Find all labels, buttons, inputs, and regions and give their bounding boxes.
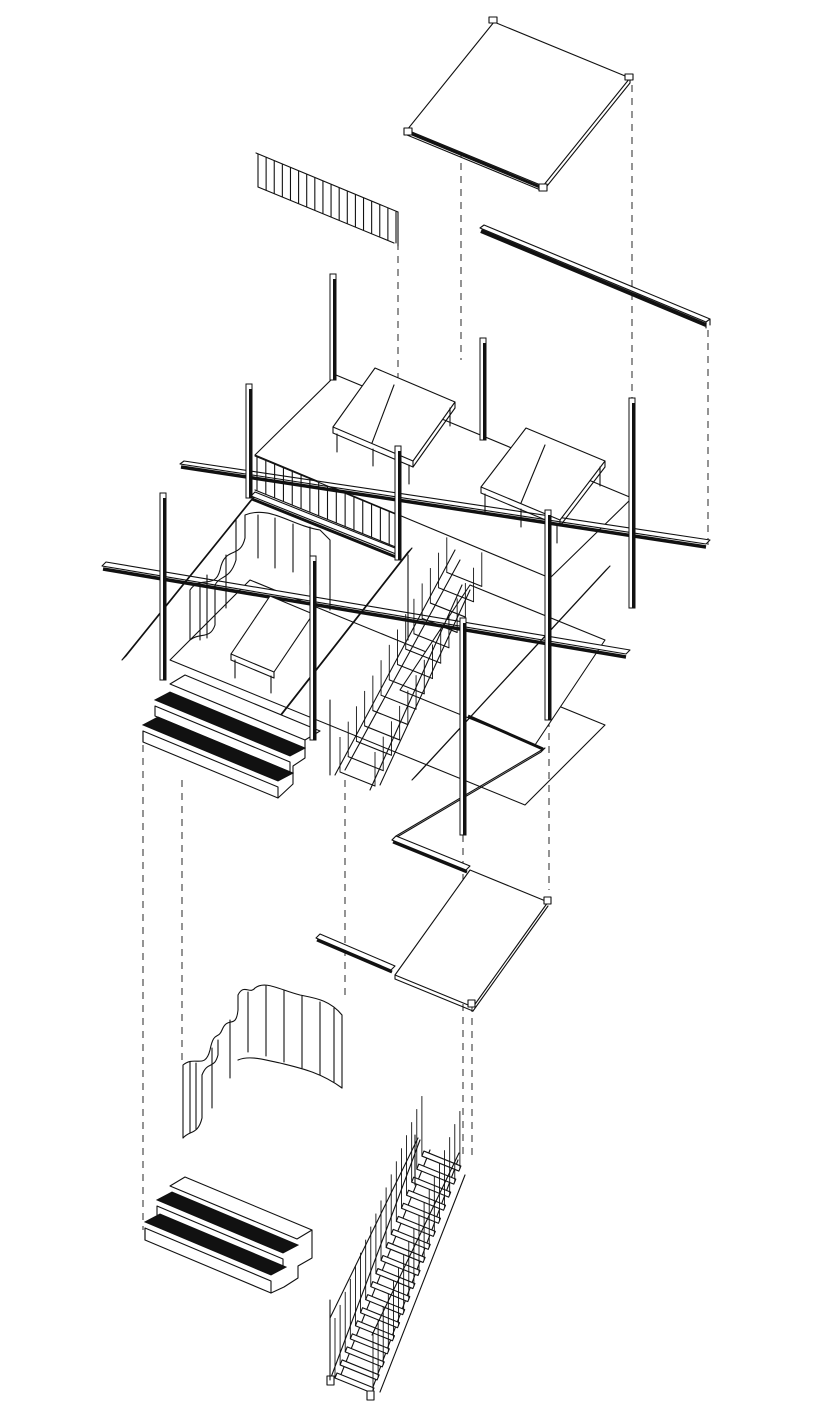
lower-desk — [230, 595, 314, 694]
stair-tread — [339, 771, 376, 787]
column-shadow — [548, 515, 551, 720]
stair-tread — [344, 1346, 385, 1368]
stair-tread — [405, 648, 442, 664]
column-shadow — [398, 451, 401, 560]
entry-steps — [143, 1176, 313, 1294]
column-shadow — [463, 623, 466, 835]
stair-tread — [355, 740, 392, 756]
column-shadow — [632, 403, 635, 608]
stair-foot — [366, 1390, 375, 1401]
stair-tread — [385, 1241, 426, 1263]
stair-tread — [380, 694, 417, 710]
stair-tread — [370, 1281, 411, 1303]
stair-tread — [364, 725, 401, 741]
roof-beam — [479, 224, 711, 329]
frame-curtain — [189, 511, 331, 641]
stair-flight — [326, 1096, 466, 1401]
stair-tread — [365, 1294, 406, 1316]
stair-handrail — [371, 1152, 460, 1336]
stair-tread — [406, 1189, 447, 1211]
stair-handrail — [329, 1137, 419, 1319]
column-shadow — [313, 561, 316, 740]
stair-tread — [380, 1254, 421, 1277]
stair-tread — [347, 756, 384, 772]
column-shadow — [483, 343, 486, 440]
columns — [159, 273, 636, 836]
lower-floor-outline — [169, 579, 606, 806]
stair-tread — [421, 1150, 462, 1172]
roof-slab — [403, 16, 634, 192]
railing-panel — [255, 152, 399, 247]
upper-desk-right — [480, 427, 606, 544]
stair-tread — [421, 617, 458, 633]
stair-tread — [411, 1176, 452, 1198]
stair-tread — [375, 1268, 416, 1290]
stair-tread — [396, 663, 434, 680]
frame-railing — [250, 455, 401, 559]
stair-tread — [354, 1320, 395, 1342]
column-shadow — [249, 389, 252, 498]
mezzanine-slab — [315, 835, 552, 1012]
stair-tread — [429, 602, 466, 618]
stair-tread — [446, 571, 483, 587]
main-frame-assembly — [101, 273, 711, 841]
column-shadow — [333, 279, 336, 380]
stair-tread — [372, 710, 409, 726]
stair-tread — [413, 633, 450, 649]
stair-tread — [334, 1372, 375, 1394]
stair-tread — [349, 1333, 390, 1355]
frame-stair — [329, 537, 483, 791]
stair-tread — [388, 679, 425, 695]
frame-entry-steps — [141, 674, 321, 799]
stair-tread — [400, 1202, 441, 1224]
curtain-wall — [182, 984, 343, 1139]
stair-tread — [339, 1359, 380, 1381]
stair-tread — [438, 587, 475, 603]
column-shadow — [163, 498, 166, 680]
lower-floor-slab — [399, 584, 606, 746]
